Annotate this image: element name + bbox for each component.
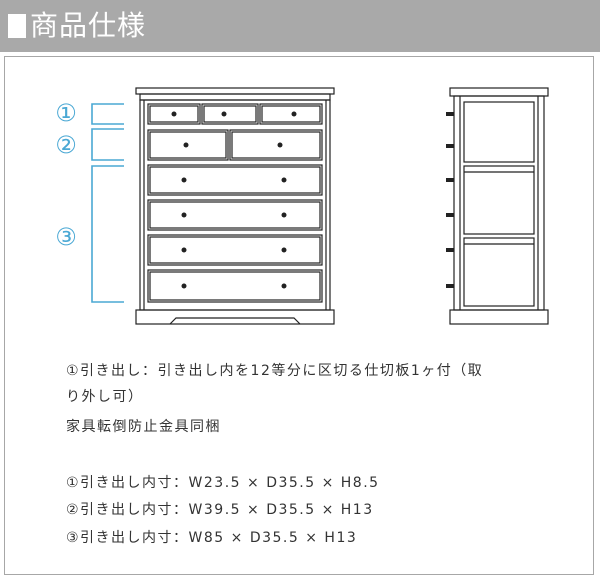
- drawer-2a: [147, 129, 229, 161]
- plinth: [135, 309, 335, 325]
- drawer-2b: [229, 129, 323, 161]
- note-line-1: ①引き出し：引き出し内を12等分に区切る仕切板1ヶ付（取: [66, 363, 484, 379]
- note-line-2: り外し可）: [66, 389, 144, 405]
- top-molding: [139, 93, 331, 101]
- bracket-3: [91, 165, 124, 303]
- drawer-5: [147, 234, 323, 266]
- drawer-brackets: [91, 103, 124, 303]
- side-panel-bottom: [463, 237, 535, 307]
- note-line-3: 家具転倒防止金具同梱: [66, 419, 221, 435]
- drawer-knobs: [171, 111, 297, 289]
- header-marker: [8, 14, 26, 38]
- dimension-3: ③引き出し内寸：W85 × D35.5 × H13: [66, 530, 358, 546]
- drawer-3: [147, 164, 323, 196]
- plinth-cutout: [169, 317, 301, 325]
- drawer-1a: [147, 103, 201, 125]
- dimension-1: ①引き出し内寸：W23.5 × D35.5 × H8.5: [66, 475, 380, 491]
- side-top: [449, 87, 549, 97]
- side-plinth: [449, 309, 549, 325]
- side-knobs: [446, 112, 454, 288]
- drawer-4: [147, 199, 323, 231]
- drawer-number-labels: ① ② ③: [55, 99, 77, 251]
- section-header: 商品仕様: [0, 0, 600, 52]
- side-panel-mid: [463, 165, 535, 235]
- side-body: [453, 95, 545, 311]
- label-3: ③: [55, 223, 77, 251]
- side-panel-top: [463, 101, 535, 163]
- drawer-6: [147, 269, 323, 303]
- top-board: [135, 87, 335, 95]
- section-title: 商品仕様: [30, 9, 147, 42]
- bracket-1: [91, 103, 124, 125]
- label-1: ①: [55, 99, 77, 127]
- drawer-1b: [201, 103, 259, 125]
- dresser-front-view: [135, 87, 335, 325]
- dresser-side-view: [449, 87, 549, 325]
- dimension-2: ②引き出し内寸：W39.5 × D35.5 × H13: [66, 502, 374, 518]
- drawer-1c: [259, 103, 323, 125]
- content-panel: [4, 56, 594, 575]
- label-2: ②: [55, 131, 77, 159]
- bracket-2: [91, 128, 124, 161]
